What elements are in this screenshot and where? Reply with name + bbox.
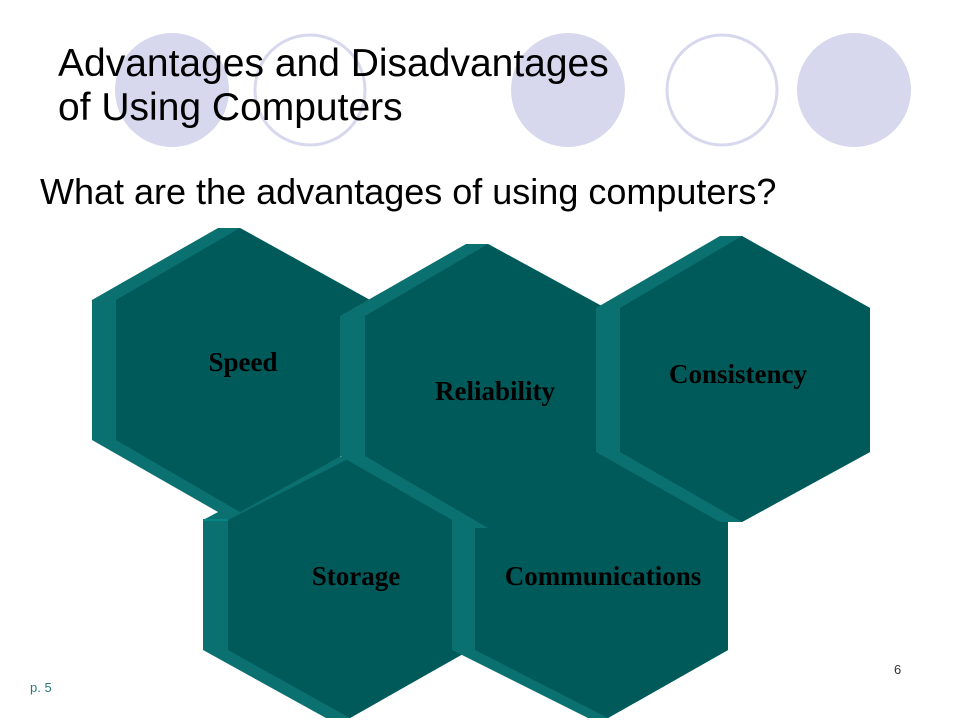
hexagon-speed: Speed <box>92 228 370 512</box>
hexagon-label-consistency: Consistency <box>669 359 808 389</box>
title-line-1: Advantages and Disadvantages <box>58 42 609 85</box>
deco-circle <box>511 33 625 147</box>
hexagon-label-speed: Speed <box>208 347 277 377</box>
hexagon-label-communications: Communications <box>505 561 702 591</box>
slide-title: Advantages and Disadvantages of Using Co… <box>58 42 609 130</box>
slide-number: 6 <box>894 662 902 677</box>
hexagon-label-storage: Storage <box>312 561 400 591</box>
hexagon-reliability: Reliability <box>340 244 620 528</box>
hexagon-communications: Communications <box>452 458 728 718</box>
hexagon-storage: Storage <box>203 455 470 718</box>
hexagon-consistency: Consistency <box>596 236 870 522</box>
slide-question: What are the advantages of using compute… <box>40 171 777 212</box>
deco-circle <box>665 33 779 147</box>
title-line-2: of Using Computers <box>58 86 403 129</box>
deco-circle <box>253 33 367 147</box>
deco-circle <box>115 33 229 147</box>
page-reference: p. 5 <box>30 680 52 695</box>
deco-circle <box>797 33 911 147</box>
hexagon-label-reliability: Reliability <box>435 376 555 406</box>
